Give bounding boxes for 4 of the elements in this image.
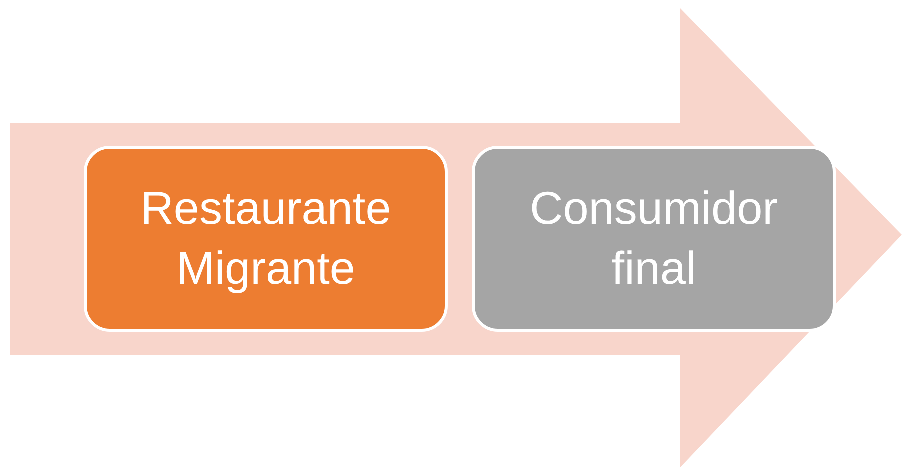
process-box [472, 146, 836, 332]
box-label: Consumidor final [529, 181, 779, 296]
process-box [84, 146, 448, 332]
box-label: Restaurante Migrante [140, 181, 392, 296]
